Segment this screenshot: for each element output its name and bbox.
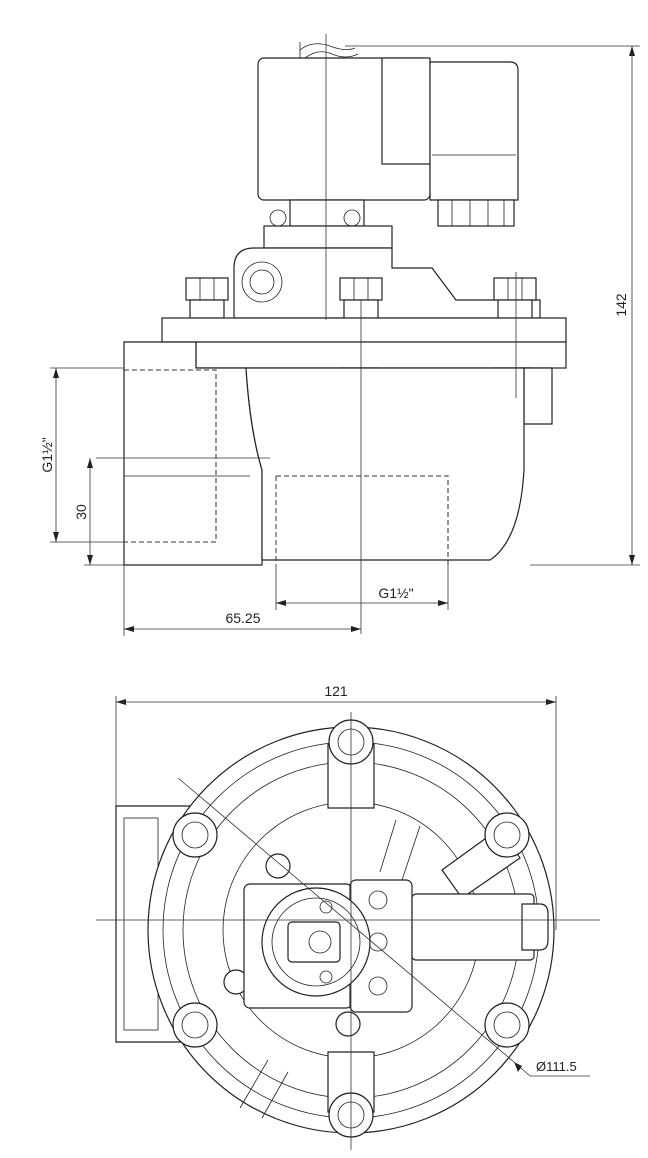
hidden-inlet-thread	[124, 369, 217, 543]
lower-lug	[523, 367, 553, 425]
screw-upper	[265, 853, 291, 879]
bolt-head-right	[493, 277, 537, 319]
dim-offset: 65.25	[225, 610, 260, 626]
dim-width: 121	[324, 683, 348, 699]
cable-gland	[437, 199, 515, 227]
armature	[287, 921, 341, 963]
bolt-lower-left	[172, 1002, 218, 1048]
cover-flange	[161, 317, 567, 343]
stem-tube	[289, 199, 365, 227]
retaining-clip	[299, 43, 359, 59]
coil-side-block	[381, 57, 431, 165]
bolt-upper-right	[484, 812, 530, 858]
bolt-lower-right	[484, 1002, 530, 1048]
top-view: 121 Ø111.5	[96, 683, 600, 1150]
stem-nut	[263, 225, 393, 249]
pilot-body	[233, 247, 541, 319]
connector-end	[521, 903, 549, 951]
dim-height: 142	[613, 293, 629, 317]
bolt-head-left	[185, 277, 229, 319]
connector-housing	[411, 893, 535, 961]
dim-inlet-offset: 30	[73, 504, 89, 520]
inlet-port-body	[123, 341, 263, 566]
bolt-upper-left	[172, 812, 218, 858]
dim-outlet-thread: G1½"	[378, 585, 413, 601]
screw-bottom	[335, 1011, 361, 1037]
din-connector	[429, 61, 519, 201]
dim-diameter: Ø111.5	[536, 1059, 577, 1074]
hidden-outlet-thread	[275, 475, 449, 565]
valve-body	[245, 367, 525, 561]
diaphragm-plate	[195, 341, 567, 369]
side-view: 142 G1½" 30 G1½" 65.25	[39, 34, 640, 636]
dim-inlet-thread: G1½"	[39, 437, 55, 472]
